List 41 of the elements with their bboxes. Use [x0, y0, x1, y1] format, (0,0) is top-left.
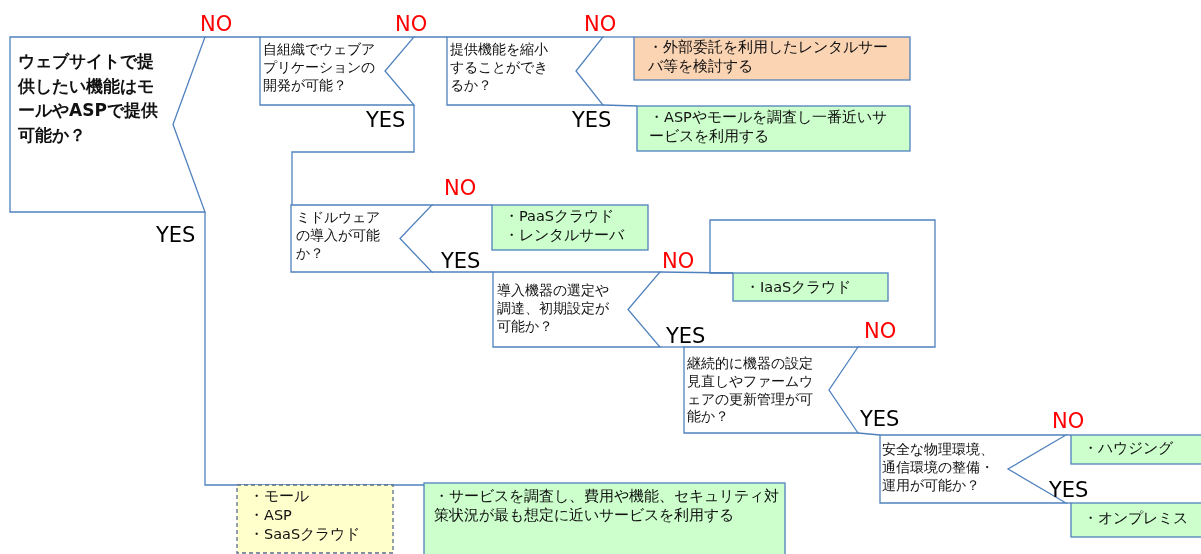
edge-label: YES: [860, 408, 900, 430]
result-box: ・ハウジング: [1071, 435, 1201, 464]
result-box: ・オンプレミス: [1071, 503, 1201, 537]
decision-box: 提供機能を縮小することができるか？: [447, 37, 603, 105]
result-box: ・サービスを調査し、費用や機能、セキュリティ対策状況が最も想定に近いサービスを利用する: [424, 483, 785, 554]
decision-box: ミドルウェアの導入が可能か？: [291, 205, 432, 272]
decision-box: 継続的に機器の設定見直しやファームウェアの更新管理が可能か？: [684, 347, 858, 433]
edge-label: NO: [1052, 410, 1085, 432]
edge-label: YES: [156, 224, 196, 246]
connector-line: [602, 104, 638, 107]
edge-label: NO: [864, 320, 897, 342]
connector-line: [204, 211, 425, 486]
connector-line: [204, 36, 261, 38]
decision-box: 導入機器の選定や調達、初期設定が可能か？: [493, 272, 660, 347]
edge-label: NO: [444, 177, 477, 199]
connector-line: [413, 36, 448, 38]
result-box: ・外部委託を利用したレンタルサーバ等を検討する: [634, 37, 910, 80]
edge-label: YES: [572, 109, 612, 131]
result-box: ・ASPやモールを調査し一番近いサービスを利用する: [637, 106, 910, 151]
decision-box: ウェブサイトで提供したい機能はモールやASPで提供可能か？: [10, 37, 205, 212]
connector-line: [659, 346, 685, 348]
connector-line: [709, 219, 936, 348]
connector-line: [431, 271, 494, 273]
connector-line: [602, 36, 635, 38]
edge-label: NO: [395, 13, 428, 35]
edge-label: YES: [1049, 479, 1089, 501]
connector-line: [1065, 502, 1072, 504]
result-box: ・IaaSクラウド: [733, 273, 888, 301]
connector-line: [431, 204, 493, 206]
service-list-box: ・モール ・ASP ・SaaSクラウド: [237, 485, 393, 553]
connector-line: [857, 432, 881, 436]
result-box: ・PaaSクラウド ・レンタルサーバ: [492, 205, 648, 250]
edge-label: NO: [584, 13, 617, 35]
connector-line: [291, 104, 415, 206]
edge-label: NO: [200, 13, 233, 35]
decision-box: 自組織でウェブアプリケーションの開発が可能？: [260, 37, 414, 105]
edge-label: YES: [666, 325, 706, 347]
edge-label: YES: [366, 109, 406, 131]
edge-label: NO: [662, 250, 695, 272]
edge-label: YES: [441, 250, 481, 272]
connector-line: [1065, 434, 1072, 436]
